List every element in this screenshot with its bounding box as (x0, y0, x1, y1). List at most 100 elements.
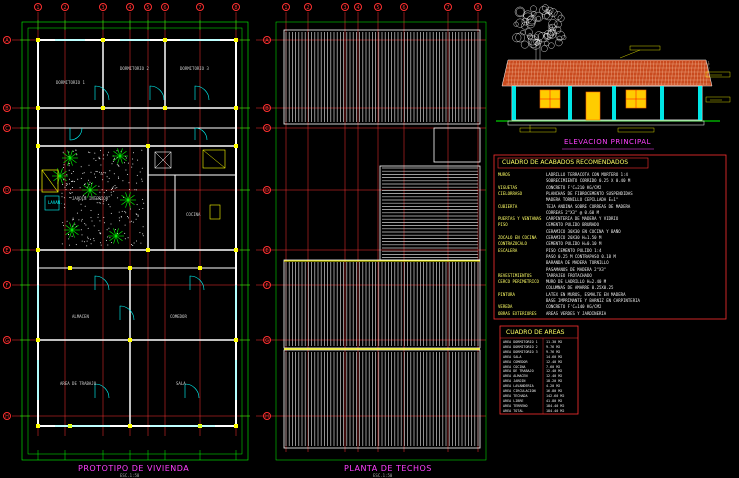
areas-row-key: AREA DORMITORIO 3 (503, 349, 538, 354)
grid-bubble: G (3, 336, 11, 344)
finishes-row-key: PINTURA (498, 291, 515, 297)
grid-bubble: 2 (61, 3, 69, 11)
finishes-row-value: PASAMANOS DE MADERA 2"X3" (546, 266, 607, 272)
grid-bubble: A (3, 36, 11, 44)
areas-row-value: 16.80 M2 (546, 389, 563, 393)
finishes-row-key: VEREDA (498, 304, 513, 310)
finishes-row-key: VIGUETAS (498, 184, 518, 190)
finishes-row-key: CIELORRASO (498, 190, 523, 196)
areas-row-key: AREA CIRCULACION (503, 389, 536, 393)
room-label-bed3: DORMITORIO 3 (180, 66, 209, 71)
areas-row-value: 11.30 M2 (546, 340, 563, 344)
areas-row-key: AREA DORMITORIO 2 (503, 344, 538, 349)
grid-bubble: B (3, 104, 11, 112)
room-label-living: ALMACEN (72, 314, 89, 319)
finishes-row-value: BASE IMPRIMANTE Y BARNIZ EN CARPINTERIA (546, 298, 640, 303)
room-label-patio: JARDIN INTERIOR (72, 196, 109, 201)
grid-bubble: 5 (374, 3, 382, 11)
areas-row-key: AREA SALA (503, 354, 522, 359)
finishes-row-value: CERAMICO 20X30 H=1.50 M (546, 235, 602, 240)
finishes-row-value: CEMENTO PULIDO H=0.10 M (546, 241, 602, 247)
finishes-row-value: CARPINTERIA DE MADERA Y VIDRIO (546, 216, 619, 222)
finishes-row-key: CERCO PERIMETRICO (498, 279, 539, 285)
finishes-table-title: CUADRO DE ACABADOS RECOMENDADOS (502, 159, 629, 166)
grid-bubble: E (263, 246, 271, 254)
grid-bubble: 2 (304, 3, 312, 11)
grid-bubble: 5 (144, 3, 152, 11)
areas-row-key: AREA TOTAL (503, 408, 524, 413)
finishes-row-value: BARANDA DE MADERA TORNILLO (546, 260, 609, 266)
finishes-row-value: SOBRECIMIENTO CORRIDO 0.25 X 0.40 M (546, 178, 631, 184)
roof-scale: ESC.1:50 (373, 473, 393, 478)
areas-row-value: 12.40 M2 (546, 359, 563, 364)
areas-table-title: CUADRO DE AREAS (506, 329, 565, 336)
elevation-title: ELEVACION PRINCIPAL (564, 138, 651, 146)
areas-row-value: 184.40 M2 (546, 408, 565, 413)
areas-row-value: 4.20 M2 (546, 384, 561, 389)
areas-row-value: 184.40 M2 (546, 403, 565, 408)
roof-title: PLANTA DE TECHOS (344, 464, 432, 473)
grid-bubble: D (3, 186, 11, 194)
finishes-row-value: CONCRETO F'C=140 KG/CM2 (546, 304, 602, 310)
areas-row-key: AREA TERRENO (503, 403, 528, 408)
grid-bubble: 1 (34, 3, 42, 11)
room-label-laundry: LAVAN. (48, 200, 63, 205)
areas-row-value: 9.76 M2 (546, 349, 561, 354)
grid-bubble: H (3, 412, 11, 420)
finishes-row-value: LADRILLO TERRACOTA CON MORTERO 1:4 (546, 172, 628, 177)
finishes-row-value: AREAS VERDES Y JARDINERIA (546, 310, 607, 316)
finishes-row-key: CUBIERTA (498, 203, 518, 209)
finishes-row-value: CERAMICO 30X30 EN COCINA Y BAÑO (546, 228, 621, 234)
finishes-row-value: PLANCHAS DE FIBROCEMENTO SUSPENDIDAS (546, 190, 633, 196)
finishes-table (493, 154, 727, 320)
grid-bubble: F (263, 281, 271, 289)
areas-row-value: 12.40 M2 (546, 369, 563, 374)
areas-row-value: 7.60 M2 (546, 364, 561, 369)
grid-bubble: A (263, 36, 271, 44)
grid-bubble: E (3, 246, 11, 254)
garden-vegetation (52, 148, 145, 247)
areas-row-key: AREA DE TRABAJO (503, 369, 534, 374)
grid-bubble: 6 (161, 3, 169, 11)
grid-bubble: D (263, 186, 271, 194)
grid-bubble: 6 (400, 3, 408, 11)
finishes-row-key: PISO (498, 222, 508, 228)
room-label-bed2: DORMITORIO 2 (120, 66, 149, 71)
roof-plan (275, 21, 487, 461)
finishes-row-key: MUROS (498, 172, 511, 177)
grid-bubble: 8 (474, 3, 482, 11)
room-label-kitchen: COCINA (186, 212, 201, 217)
finishes-row-value: CEMENTO PULIDO BRUÑADO (546, 222, 599, 228)
areas-row-value: 14.60 M2 (546, 354, 563, 359)
finishes-row-value: TEJA ANDINA SOBRE CORREAS DE MADERA (546, 203, 631, 209)
finishes-row-value: MURO DE LADRILLO H=2.40 M (546, 279, 607, 285)
finishes-row-value: TARRAJEO FROTACHADO (546, 272, 592, 278)
finishes-row-key: PUERTAS Y VENTANAS (498, 216, 542, 222)
finishes-row-value: COLUMNAS DE AMARRE 0.25X0.25 (546, 285, 614, 291)
grid-bubble: 3 (99, 3, 107, 11)
plan-scale: ESC.1:50 (120, 473, 140, 478)
grid-bubble: G (263, 336, 271, 344)
grid-bubble: C (263, 124, 271, 132)
plan-title: PROTOTIPO DE VIVIENDA (78, 464, 190, 473)
grid-bubble: B (263, 104, 271, 112)
grid-bubble: 3 (341, 3, 349, 11)
grid-bubble: H (263, 412, 271, 420)
areas-row-key: AREA LIBRE (503, 398, 524, 403)
areas-row-value: 142.60 M2 (546, 393, 565, 398)
areas-row-key: AREA COCINA (503, 364, 526, 369)
finishes-row-value: CONCRETO F'C=210 KG/CM2 (546, 184, 602, 190)
floor-plan (20, 20, 250, 461)
room-label-work: AREA DE TRABAJO (60, 381, 97, 386)
grid-bubble: C (3, 124, 11, 132)
room-label-bed1: DORMITORIO 1 (56, 80, 85, 85)
areas-row-value: 41.80 M2 (546, 398, 563, 403)
areas-row-value: 9.76 M2 (546, 344, 561, 349)
finishes-row-value: CORREAS 2"X3" @ 0.60 M (546, 209, 599, 215)
finishes-row-key: CONTRAZOCALO (498, 241, 527, 247)
areas-row-key: AREA TECHADA (503, 393, 528, 398)
finishes-row-key: OBRAS EXTERIORES (498, 310, 537, 316)
room-label-dining: COMEDOR (170, 314, 187, 319)
areas-row-value: 18.20 M2 (546, 379, 563, 384)
